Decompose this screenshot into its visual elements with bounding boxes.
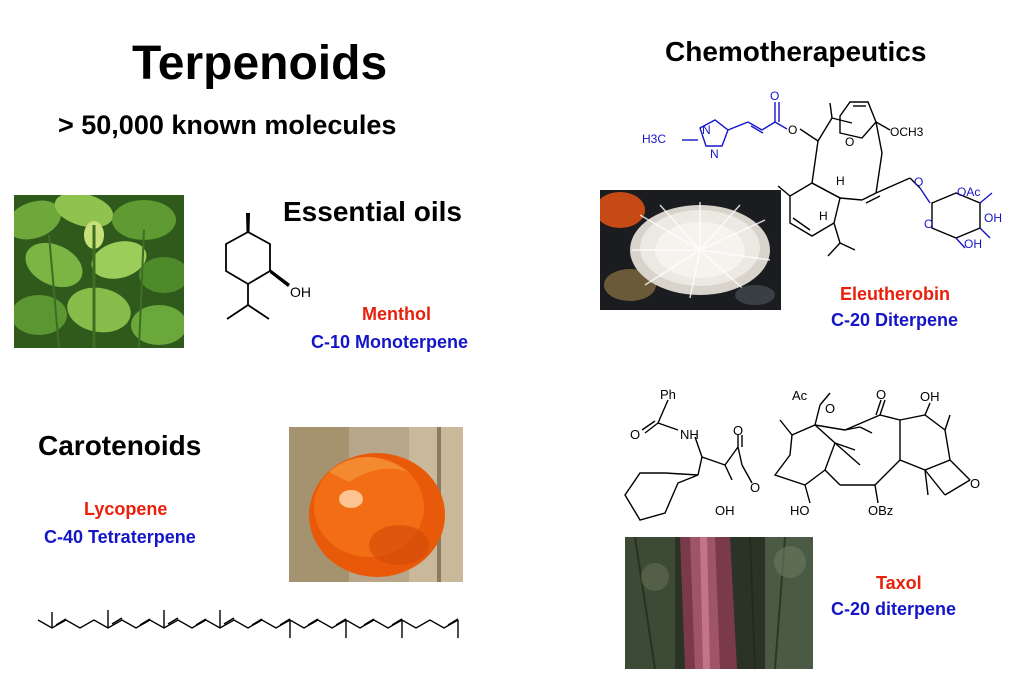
eleutherobin-o-ester-label: O [788,123,797,137]
eleutherobin-structure: H3C N N O O OCH3 O H H OAc OH OH O O [642,89,1002,257]
eleutherobin-h-top-label: H [836,174,845,188]
taxol-name: Taxol [876,573,922,593]
taxol-obz-label: OBz [868,503,893,518]
menthol-class: C-10 Monoterpene [311,332,469,352]
eleutherobin-oh2-label: OH [964,237,982,251]
menthol-structure: OH [225,213,311,320]
eleutherobin-h-bottom-label: H [819,209,828,223]
eleutherobin-oh1-label: OH [984,211,1002,225]
soft-coral-photo [600,190,781,310]
taxol-o-ester-carbonyl-label: O [733,423,743,438]
carotenoids-heading: Carotenoids [38,430,202,461]
mint-plant-photo [14,195,184,348]
taxol-o-ester-label: O [750,480,760,495]
taxol-class: C-20 diterpene [831,599,957,619]
eleutherobin-oac-label: OAc [957,185,980,199]
lycopene-name: Lycopene [84,499,168,519]
eleutherobin-o-carbonyl-label: O [770,89,779,103]
taxol-ph-label: Ph [660,387,676,402]
taxol-oh-side-label: OH [715,503,735,518]
eleutherobin-o-ring-label: O [924,217,933,231]
page-title: Terpenoids [132,37,388,90]
eleutherobin-name: Eleutherobin [840,284,951,304]
taxol-o-ac-label: O [825,401,835,416]
taxol-o-oxetane-label: O [970,476,980,491]
tomato-photo [289,427,463,582]
taxol-oh-top-label: OH [920,389,940,404]
menthol-oh-label: OH [290,284,311,300]
chemotherapeutics-heading: Chemotherapeutics [665,36,927,67]
taxol-structure: Ph NH O O O OH Ac O O OH HO OBz O [624,387,980,521]
taxol-nh-label: NH [680,427,699,442]
taxol-ac-label: Ac [792,388,808,403]
eleutherobin-och3-label: OCH3 [890,125,924,139]
taxol-o-amide-label: O [630,427,640,442]
eleutherobin-o-sugar-link-label: O [914,175,923,189]
lycopene-class: C-40 Tetraterpene [44,527,196,547]
taxol-o-ketone-label: O [876,387,886,402]
essential-oils-heading: Essential oils [283,196,462,227]
eleutherobin-class: C-20 Diterpene [831,310,959,330]
eleutherobin-n2-label: N [710,147,719,161]
lycopene-structure [37,610,459,638]
page-subtitle: > 50,000 known molecules [58,110,397,140]
eleutherobin-o-bridge-label: O [845,135,854,149]
eleutherobin-h3c-label: H3C [642,132,666,146]
taxol-ho-label: HO [790,503,810,518]
eleutherobin-n1-label: N [702,123,711,137]
yew-tree-photo [625,537,813,669]
menthol-name: Menthol [362,304,431,324]
